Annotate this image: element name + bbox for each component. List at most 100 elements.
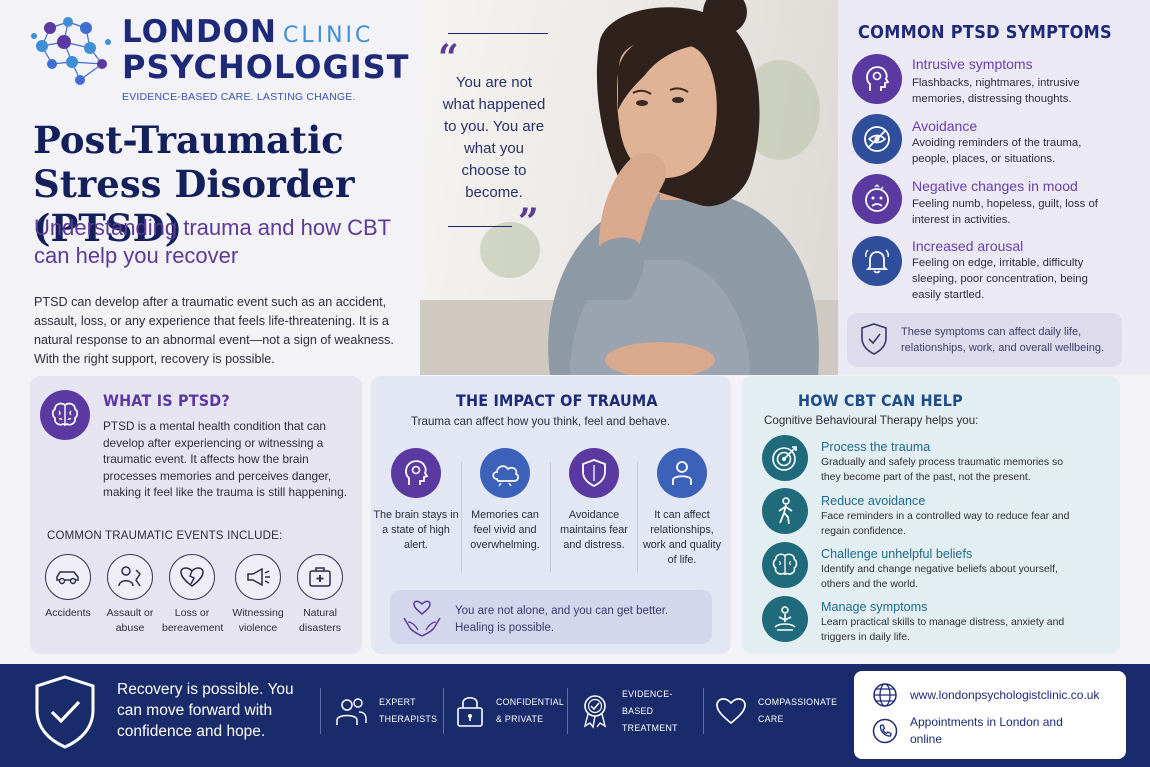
symptom-heading-intrusive: Intrusive symptoms: [912, 56, 1033, 72]
cbt-desc-process: Gradually and safely process traumatic m…: [821, 457, 1063, 483]
page-title: Post-Traumatic Stress Disorder (PTSD): [33, 118, 355, 250]
bell-icon: [852, 236, 902, 286]
divider: [567, 688, 568, 734]
no-eye-icon: [852, 114, 902, 164]
cbt-desc-beliefs: Identify and change negative beliefs abo…: [821, 564, 1058, 590]
impact-note: [390, 590, 712, 644]
symptoms-title: COMMON PTSD SYMPTOMS: [858, 22, 1112, 43]
symptoms-note: [847, 313, 1122, 367]
divider: [703, 688, 704, 734]
brand-name-line2: PSYCHOLOGIST: [122, 48, 410, 86]
event-label: Assault or abuse: [106, 607, 154, 634]
contact-box: [854, 671, 1126, 759]
impact-title: THE IMPACT OF TRAUMA: [456, 391, 658, 410]
symptom-desc-avoidance: Avoiding reminders of the trauma, people…: [912, 137, 1082, 165]
feature-label: EXPERT THERAPISTS: [379, 697, 438, 724]
lock-icon: [457, 696, 483, 727]
event-witnessing: Witnessing violence: [228, 554, 288, 636]
impact-text: The brain stays in a state of high alert…: [373, 509, 459, 551]
feature-evidence: EVIDENCE-BASED TREATMENT: [578, 689, 702, 733]
cbt-heading-avoidance: Reduce avoidance: [821, 494, 926, 508]
divider: [637, 462, 638, 572]
symptom-heading-avoidance: Avoidance: [912, 118, 978, 134]
symptom-desc-arousal: Feeling on edge, irritable, difficulty s…: [912, 257, 1088, 301]
impact-item-alert: The brain stays in a state of high alert…: [373, 448, 459, 553]
brain-icon: [762, 542, 808, 588]
feature-expert: EXPERT THERAPISTS: [333, 690, 439, 732]
brand-clinic: CLINIC: [282, 23, 374, 48]
close-quote-icon: ”: [518, 201, 539, 243]
website-row[interactable]: www.londonpsychologistclinic.co.uk: [872, 682, 1099, 708]
target-icon: [762, 435, 808, 481]
cbt-desc-avoidance: Face reminders in a controlled way to re…: [821, 511, 1070, 537]
brain-icon: [40, 390, 90, 440]
woman-illustration: [420, 0, 838, 375]
quote-rule-top: [448, 33, 548, 34]
impact-text: Avoidance maintains fear and distress.: [560, 509, 628, 551]
cbt-desc-manage: Learn practical skills to manage distres…: [821, 617, 1065, 643]
impact-item-avoidance: Avoidance maintains fear and distress.: [551, 448, 637, 553]
first-aid-icon: [297, 554, 343, 600]
events-title: COMMON TRAUMATIC EVENTS INCLUDE:: [47, 530, 283, 542]
event-assault: Assault or abuse: [100, 554, 160, 636]
divider: [550, 462, 551, 572]
event-label: Accidents: [45, 607, 91, 619]
head-icon: [852, 54, 902, 104]
cbt-heading-manage: Manage symptoms: [821, 600, 928, 614]
appointments-row: Appointments in London and online: [872, 714, 1070, 748]
divider: [320, 688, 321, 734]
shield-check-icon: [861, 323, 887, 355]
event-loss: Loss or bereavement: [162, 554, 224, 636]
divider: [443, 688, 444, 734]
symptom-desc-mood: Feeling numb, hopeless, guilt, loss of i…: [912, 198, 1098, 226]
page-subtitle: Understanding trauma and how CBT can hel…: [34, 215, 391, 268]
impact-subtitle: Trauma can affect how you think, feel an…: [411, 415, 671, 428]
meditation-icon: [762, 596, 808, 642]
event-disasters: Natural disasters: [290, 554, 350, 636]
feature-label: EVIDENCE-BASED TREATMENT: [622, 688, 678, 733]
shield-icon: [569, 448, 619, 498]
cloud-icon: [480, 448, 530, 498]
open-quote-icon: “: [438, 37, 459, 79]
divider: [461, 462, 462, 572]
walking-icon: [762, 488, 808, 534]
event-accidents: Accidents: [38, 554, 98, 621]
people-icon: [336, 698, 367, 725]
quote-rule-bottom: [448, 226, 512, 227]
feature-label: COMPASSIONATE CARE: [758, 697, 838, 724]
intro-paragraph: PTSD can develop after a traumatic event…: [34, 295, 394, 366]
symptom-heading-arousal: Increased arousal: [912, 238, 1024, 254]
impact-item-memories: Memories can feel vivid and overwhelming…: [462, 448, 548, 553]
website-link[interactable]: www.londonpsychologistclinic.co.uk: [910, 687, 1100, 702]
brand-tagline: EVIDENCE-BASED CARE. LASTING CHANGE.: [122, 91, 356, 103]
symptom-heading-mood: Negative changes in mood: [912, 178, 1078, 194]
hands-heart-icon: [403, 600, 441, 637]
feature-label: CONFIDENTIAL & PRIVATE: [496, 697, 564, 724]
phone-icon: [872, 718, 898, 744]
appointments-text: Appointments in London and online: [910, 715, 1063, 746]
impact-item-relationships: It can affect relationships, work and qu…: [639, 448, 725, 568]
impact-note-text: You are not alone, and you can get bette…: [455, 605, 669, 634]
feature-confidential: CONFIDENTIAL & PRIVATE: [454, 690, 566, 732]
quote-text: You are not what happened to you. You ar…: [442, 74, 546, 201]
event-label: Loss or bereavement: [162, 607, 224, 634]
assault-icon: [107, 554, 153, 600]
feature-compassionate: COMPASSIONATE CARE: [714, 690, 838, 732]
cbt-heading-beliefs: Challenge unhelpful beliefs: [821, 547, 973, 561]
symptom-desc-intrusive: Flashbacks, nightmares, intrusive memori…: [912, 77, 1080, 105]
symptoms-note-text: These symptoms can affect daily life, re…: [901, 326, 1104, 354]
shield-check-icon: [35, 675, 95, 749]
heart-icon: [716, 698, 746, 725]
sad-face-icon: [852, 174, 902, 224]
logo-molecule-icon: [31, 17, 111, 85]
broken-heart-icon: [169, 554, 215, 600]
cbt-title: HOW CBT CAN HELP: [798, 391, 963, 410]
person-icon: [657, 448, 707, 498]
car-icon: [45, 554, 91, 600]
what-is-ptsd-body: PTSD is a mental health condition that c…: [103, 419, 347, 499]
event-label: Natural disasters: [298, 607, 341, 634]
hero-photo: [420, 0, 838, 375]
cbt-subtitle: Cognitive Behavioural Therapy helps you:: [764, 414, 979, 427]
megaphone-icon: [235, 554, 281, 600]
